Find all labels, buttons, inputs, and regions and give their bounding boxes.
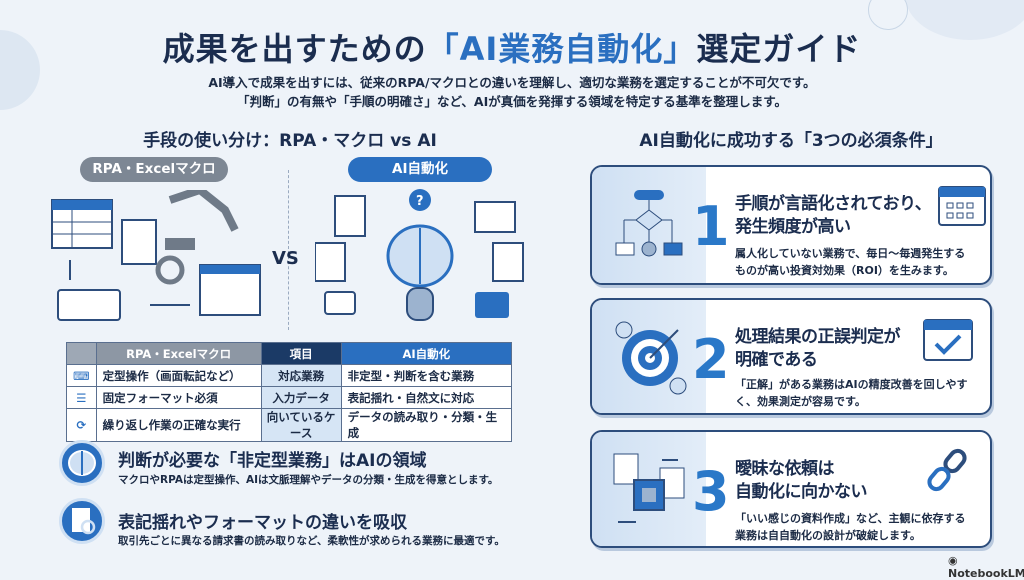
database-icon <box>406 287 434 321</box>
card-title: 処理結果の正誤判定が明確である <box>735 326 901 372</box>
card-number: 1 <box>692 195 730 258</box>
document-icon <box>492 242 524 282</box>
card-title-line: 発生頻度が高い <box>735 217 851 237</box>
subtitle-line: AI導入で成果を出すには、従来のRPA/マクロとの違いを理解し、適切な業務を選定… <box>208 75 816 90</box>
brain-icon <box>59 440 105 486</box>
card-title-line: 明確である <box>735 350 818 370</box>
flowchart-icon <box>615 190 683 257</box>
document-icon <box>334 195 366 237</box>
broken-link-icon <box>927 448 967 492</box>
refresh-icon: ⟳ <box>66 408 97 442</box>
chat-icon <box>324 291 356 315</box>
ai-pill: AI自動化 <box>348 157 492 182</box>
comparison-table: RPA・Excelマクロ 項目 AI自動化 ⌨ 定型操作（画面転記など） 対応業… <box>66 342 513 442</box>
subtitle-line: 「判断」の有無や「手順の明確さ」など、AIが真価を発揮する領域を特定する基準を整… <box>237 94 787 109</box>
table-cell: 定型操作（画面転記など） <box>95 364 262 387</box>
table-cell: 入力データ <box>260 386 342 409</box>
card-title: 曖昧な依頼は自動化に向かない <box>735 458 868 504</box>
rpa-illustration <box>51 190 261 321</box>
point-title: 判断が必要な「非定型業務」はAIの領域 <box>118 451 427 471</box>
condition-card-1: 1 手順が言語化されており、発生頻度が高い 属人化していない業務で、毎日〜毎週発… <box>590 165 992 285</box>
title-text: 成果を出すための <box>162 30 427 68</box>
document-icon <box>315 242 346 282</box>
document-search-icon <box>59 498 105 544</box>
table-row: ☰ 固定フォーマット必須 入力データ 表記揺れ・自然文に対応 <box>66 386 513 409</box>
card-desc: 属人化していない業務で、毎日〜毎週発生するものが高い投資対効果（ROI）を生みま… <box>735 247 966 277</box>
gear-icon <box>155 255 185 285</box>
table-header-row: RPA・Excelマクロ 項目 AI自動化 <box>66 342 513 365</box>
table-row: ⌨ 定型操作（画面転記など） 対応業務 非定型・判断を含む業務 <box>66 364 513 387</box>
section-heading-left: 手段の使い分け：RPA・マクロ vs AI <box>143 131 437 151</box>
table-cell: 表記揺れ・自然文に対応 <box>340 386 513 409</box>
keyboard-icon <box>57 289 121 321</box>
spreadsheet-header <box>52 200 112 210</box>
table-cell: 向いているケース <box>260 408 342 442</box>
chat-icon <box>475 292 509 318</box>
condition-card-2: 2 処理結果の正誤判定が明確である 「正解」がある業務はAIの精度改善を回しやす… <box>590 298 992 415</box>
point-title: 表記揺れやフォーマットの違いを吸収 <box>118 513 407 533</box>
title-highlight: 「AI業務自動化」 <box>426 30 697 68</box>
divider <box>288 170 289 330</box>
table-row: ⟳ 繰り返し作業の正確な実行 向いているケース データの読み取り・分類・生成 <box>66 408 513 442</box>
notebooklm-logo: ◉ NotebookLM <box>948 554 1024 580</box>
table-cell: データの読み取り・分類・生成 <box>340 408 513 442</box>
keyboard-icon: ⌨ <box>66 364 97 387</box>
target-icon <box>615 321 687 395</box>
question-icon <box>409 189 431 211</box>
ai-illustration: ? <box>315 189 524 321</box>
rpa-pill: RPA・Excelマクロ <box>80 157 228 182</box>
document-icon <box>121 219 157 265</box>
table-cell: 非定型・判断を含む業務 <box>340 364 513 387</box>
card-desc: 「正解」がある業務はAIの精度改善を回しやすく、効果測定が容易です。 <box>735 378 968 408</box>
point-desc: マクロやRPAは定型操作、AIは文脈理解やデータの分類・生成を得意とします。 <box>118 474 499 486</box>
card-title-line: 曖昧な依頼は <box>735 459 835 479</box>
image-icon <box>474 201 516 233</box>
page-title: 成果を出すための「AI業務自動化」選定ガイド <box>0 24 1024 70</box>
calendar-icon <box>938 186 986 226</box>
table-header: AI自動化 <box>340 342 513 365</box>
table-cell: 対応業務 <box>260 364 342 387</box>
list-icon: ☰ <box>66 386 97 409</box>
table-cell: 繰り返し作業の正確な実行 <box>95 408 262 442</box>
chip-documents-icon <box>613 453 685 523</box>
card-number: 2 <box>692 328 730 391</box>
point-desc: 取引先ごとに異なる請求書の読み取りなど、柔軟性が求められる業務に最適です。 <box>118 535 505 547</box>
calendar-check-icon <box>923 319 973 361</box>
card-title-line: 処理結果の正誤判定が <box>735 327 901 347</box>
card-desc: 「いい感じの資料作成」など、主観に依存する業務は自自動化の設計が破綻します。 <box>735 512 966 542</box>
card-number: 3 <box>692 460 730 523</box>
table-cell: 固定フォーマット必須 <box>95 386 262 409</box>
svg-text:?: ? <box>416 194 424 209</box>
table-header: RPA・Excelマクロ <box>95 342 262 365</box>
table-header-blank <box>66 342 97 365</box>
card-title-line: 自動化に向かない <box>735 482 868 502</box>
condition-card-3: 3 曖昧な依頼は自動化に向かない 「いい感じの資料作成」など、主観に依存する業務… <box>590 430 992 548</box>
section-heading-right: AI自動化に成功する「3つの必須条件」 <box>639 131 943 151</box>
footer-label: NotebookLM <box>948 567 1024 580</box>
title-text: 選定ガイド <box>696 30 862 68</box>
robot-arm-icon <box>168 190 239 232</box>
table-header: 項目 <box>260 342 342 365</box>
vs-label: VS <box>272 248 299 269</box>
card-title-line: 手順が言語化されており、 <box>735 194 932 214</box>
card-title: 手順が言語化されており、発生頻度が高い <box>735 193 932 239</box>
